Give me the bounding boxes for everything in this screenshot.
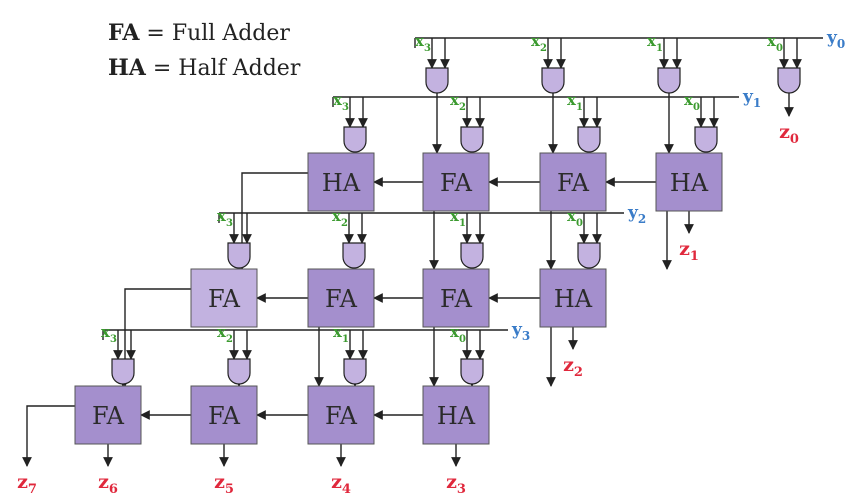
legend-line-full-adder: FA = Full Adder — [108, 20, 290, 46]
and-gate — [460, 242, 484, 269]
adder-label: HA — [437, 402, 476, 430]
adder-block — [74, 385, 142, 445]
adder-label: FA — [208, 402, 241, 430]
x-input-label: x1 — [450, 207, 466, 229]
z-output-label: z2 — [563, 354, 583, 380]
and-gate — [577, 126, 601, 153]
legend-line-half-adder: HA = Half Adder — [108, 55, 301, 81]
z-output-label: z1 — [679, 238, 699, 264]
adder-label: FA — [440, 169, 473, 197]
adder-block — [655, 152, 723, 212]
y-input-label: y2 — [627, 203, 646, 226]
z-output-label: z6 — [98, 471, 118, 497]
adder-block — [190, 385, 258, 445]
x-input-label: x3 — [415, 32, 431, 54]
and-gate — [425, 67, 449, 94]
adder-block — [307, 268, 375, 328]
z-output-label: z4 — [331, 471, 351, 497]
x-input-label: x2 — [450, 91, 466, 113]
adder-label: FA — [440, 285, 473, 313]
adder-label: HA — [670, 169, 709, 197]
x-input-label: x3 — [101, 323, 117, 345]
adder-label: HA — [554, 285, 593, 313]
z-output-label: z5 — [214, 471, 234, 497]
carry-out-wire — [237, 172, 308, 270]
x-input-label: x1 — [333, 323, 349, 345]
z-output-label: z0 — [779, 121, 799, 147]
and-gate — [777, 67, 801, 94]
and-gate — [342, 242, 366, 269]
y-input-label: y3 — [511, 320, 530, 343]
x-input-label: x2 — [217, 323, 233, 345]
carry-out-wire — [120, 288, 191, 387]
x-input-label: x2 — [531, 32, 547, 54]
and-gate — [343, 358, 367, 385]
and-gates — [111, 67, 801, 385]
and-gate — [577, 242, 601, 269]
adder-block — [539, 268, 607, 328]
x-input-label: x2 — [332, 207, 348, 229]
x-input-label: x0 — [567, 207, 583, 229]
and-gate — [343, 126, 367, 153]
x-input-label: x3 — [217, 207, 233, 229]
carry-out-wire — [22, 405, 75, 467]
adder-block — [190, 268, 258, 328]
adder-block — [307, 152, 375, 212]
adder-block — [307, 385, 375, 445]
x-input-label: x0 — [767, 32, 783, 54]
legend: FA = Full Adder HA = Half Adder — [108, 20, 301, 81]
adder-label: FA — [208, 285, 241, 313]
wires — [22, 37, 823, 467]
adder-block — [422, 152, 490, 212]
adder-block — [422, 385, 490, 445]
and-gate — [657, 67, 681, 94]
adder-block — [539, 152, 607, 212]
x-input-label: x3 — [333, 91, 349, 113]
adder-block — [422, 268, 490, 328]
z-output-label: z3 — [446, 471, 466, 497]
x-input-label: x0 — [684, 91, 700, 113]
adder-label: FA — [325, 285, 358, 313]
y-input-label: y0 — [826, 28, 845, 51]
adder-label: FA — [92, 402, 125, 430]
adder-label: FA — [325, 402, 358, 430]
and-gate — [460, 126, 484, 153]
adder-label: HA — [322, 169, 361, 197]
and-gate — [227, 242, 251, 269]
and-gate — [694, 126, 718, 153]
y-input-label: y1 — [742, 87, 761, 110]
x-input-label: x0 — [450, 323, 466, 345]
and-gate — [111, 358, 135, 385]
signal-labels: x3 x2 x1 x0 y0 x3 x2 x1 x0 y1 x3 x2 x1 x0 y2 x3 x2 x1 x0 y3… — [17, 28, 845, 497]
adder-blocks: HA FA FA HA FA FA FA HA FA FA FA HA — [74, 152, 723, 445]
x-input-label: x1 — [567, 91, 583, 113]
and-gate — [460, 358, 484, 385]
and-gate — [227, 358, 251, 385]
adder-label: FA — [557, 169, 590, 197]
x-input-label: x1 — [647, 32, 663, 54]
z-output-label: z7 — [17, 471, 37, 497]
and-gate — [541, 67, 565, 94]
